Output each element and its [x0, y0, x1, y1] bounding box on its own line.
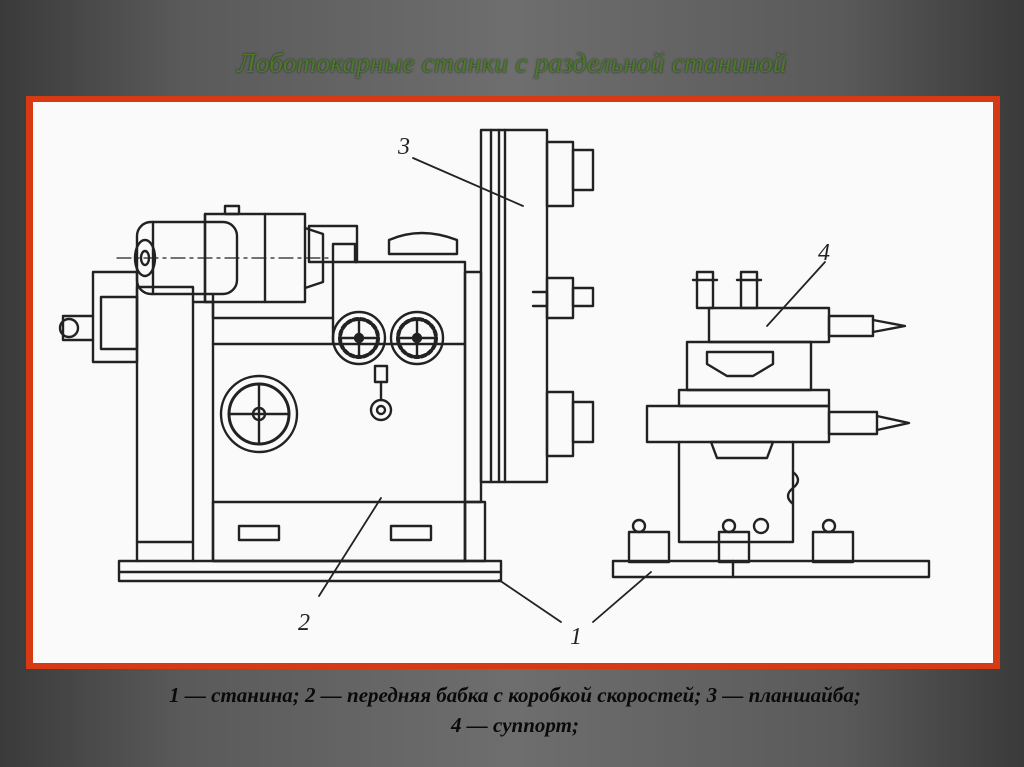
figure-frame: 3 2 1 4 [26, 96, 1000, 669]
slide-title: Лоботокарные станки с раздельной станино… [237, 48, 787, 78]
handwheel [219, 374, 299, 454]
label-headstock: 2 [298, 610, 310, 636]
label-bed: 1 [570, 624, 582, 650]
figure-caption: 1 — станина; 2 — передняя бабка с коробк… [40, 680, 990, 740]
label-faceplate: 3 [397, 134, 410, 160]
label-carriage: 4 [818, 240, 830, 266]
caption-line-1: 1 — станина; 2 — передняя бабка с коробк… [169, 683, 861, 707]
gear-wheel-1 [331, 310, 387, 366]
carriage-machine [611, 270, 931, 579]
headstock-machine [58, 204, 503, 583]
lathe-diagram: 3 2 1 4 [33, 102, 993, 663]
caption-line-2: 4 — суппорт; [451, 713, 579, 737]
gear-wheel-2 [389, 310, 445, 366]
faceplate [479, 128, 595, 484]
